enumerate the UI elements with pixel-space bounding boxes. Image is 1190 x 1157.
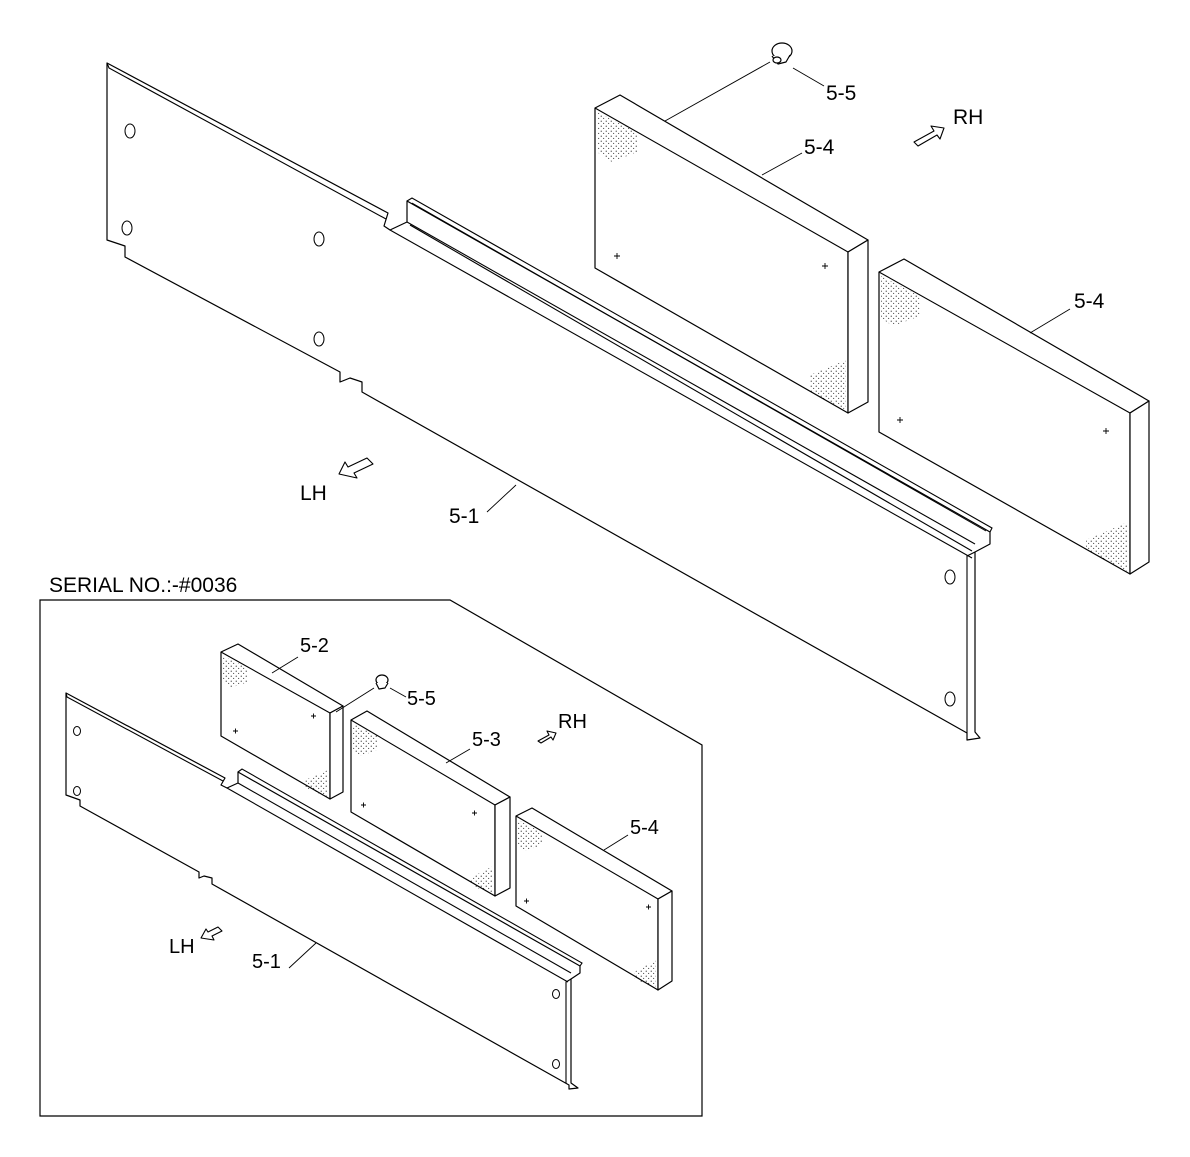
bracket-plate-5-1 xyxy=(106,62,993,741)
leader-5-4-upper xyxy=(761,152,803,176)
inset-foam-block-5-4 xyxy=(515,807,673,991)
inset-frame xyxy=(39,599,703,1117)
inset-view: SERIAL NO.:-#0036 xyxy=(39,574,703,1117)
foam-block-5-4-right xyxy=(878,258,1150,575)
inset-leader-5-3 xyxy=(445,748,471,764)
inset-label-rh: RH xyxy=(558,711,587,733)
inset-label-5-3: 5-3 xyxy=(472,729,501,751)
inset-rivet-5-5 xyxy=(335,674,389,713)
label-lh: LH xyxy=(300,482,327,505)
mounting-hole xyxy=(73,726,81,736)
mounting-hole xyxy=(552,989,560,999)
rivet-5-5 xyxy=(664,42,793,122)
inset-rh-direction-arrow-icon xyxy=(537,730,557,744)
leader-5-1 xyxy=(486,484,517,513)
inset-label-5-1: 5-1 xyxy=(252,951,281,973)
mounting-hole xyxy=(73,786,81,796)
label-5-4-upper: 5-4 xyxy=(804,136,835,159)
inset-leader-5-2 xyxy=(271,656,299,674)
label-5-1: 5-1 xyxy=(449,505,479,528)
inset-title: SERIAL NO.:-#0036 xyxy=(49,574,237,597)
mounting-hole xyxy=(313,331,325,347)
leader-5-5 xyxy=(792,67,825,87)
label-rh: RH xyxy=(953,106,983,129)
inset-leader-5-1 xyxy=(288,942,317,969)
inset-leader-5-4 xyxy=(603,834,629,851)
rh-direction-arrow-icon xyxy=(913,125,945,147)
inset-label-5-2: 5-2 xyxy=(300,635,329,657)
mounting-hole xyxy=(121,220,133,236)
foam-block-5-4-upper xyxy=(594,94,869,414)
leader-5-4-right xyxy=(1029,308,1071,334)
mounting-hole xyxy=(944,569,956,585)
inset-bracket-plate-5-1 xyxy=(65,692,583,1090)
inset-label-5-4: 5-4 xyxy=(630,817,659,839)
label-5-4-right: 5-4 xyxy=(1074,290,1105,313)
inset-label-5-5: 5-5 xyxy=(407,688,436,710)
mounting-hole xyxy=(944,691,956,707)
mounting-hole xyxy=(313,231,325,247)
inset-lh-direction-arrow-icon xyxy=(200,926,223,941)
main-view: 5-5 5-4 5-4 RH LH 5-1 xyxy=(106,42,1150,741)
lh-direction-arrow-icon xyxy=(338,457,374,479)
inset-foam-block-5-3 xyxy=(350,710,511,897)
inset-foam-block-5-2 xyxy=(220,643,344,800)
mounting-hole xyxy=(124,123,136,139)
mounting-hole xyxy=(552,1059,560,1069)
label-5-5: 5-5 xyxy=(826,82,856,105)
inset-leader-5-5 xyxy=(389,687,407,698)
inset-label-lh: LH xyxy=(169,936,195,958)
